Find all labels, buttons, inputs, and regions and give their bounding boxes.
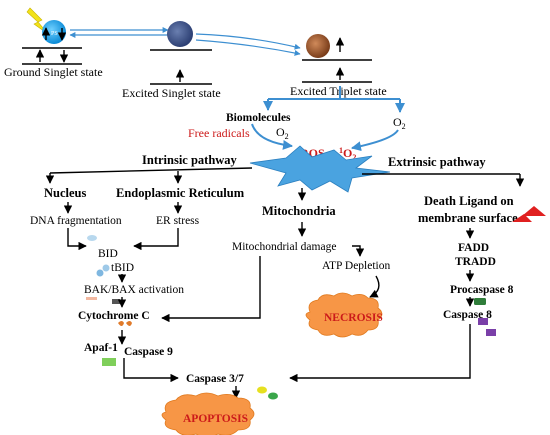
caspase3-icon — [257, 386, 267, 394]
ps-label: PS — [51, 31, 58, 37]
death-ligand-label-2: membrane surface — [418, 211, 518, 225]
apoptosis-cloud — [161, 392, 255, 435]
biomolecules-label: Biomolecules — [226, 112, 291, 124]
death-ligand-icon — [522, 206, 546, 216]
free-radicals-label: Free radicals — [188, 126, 250, 140]
atp-to-necrosis-arrow — [369, 275, 380, 298]
excited-triplet-label: Excited Triplet state — [290, 84, 387, 98]
bid-label: BID — [98, 248, 118, 260]
apoptosis-label: APOPTOSIS — [183, 413, 248, 425]
caspase7-icon — [268, 392, 278, 400]
o2-right-label: O2 — [393, 115, 406, 131]
ground-state-group: PS Ground Singlet state — [4, 7, 103, 79]
ros-burst-shape — [249, 145, 391, 193]
bak-bax-label: BAK/BAX activation — [84, 284, 184, 296]
excited-singlet-group: Excited Singlet state — [122, 21, 221, 100]
ground-state-label: Ground Singlet state — [4, 65, 103, 79]
apaf-protein-icon — [102, 358, 116, 366]
caspase8-icon-1 — [478, 318, 488, 325]
damage-to-cyto-arrow — [161, 256, 261, 323]
cytochrome-c-label: Cytochrome C — [78, 310, 150, 322]
procaspase8-icon — [474, 298, 486, 305]
ps-singlet-molecule — [167, 21, 193, 47]
mito-damage-label: Mitochondrial damage — [232, 241, 336, 253]
tbid-label: tBID — [111, 262, 134, 274]
extrinsic-pathway-label: Extrinsic pathway — [388, 155, 486, 169]
er-stress-label: ER stress — [156, 215, 200, 227]
necrosis-label: NECROSIS — [324, 312, 383, 324]
tbid-protein-icon-1 — [102, 264, 110, 272]
bid-protein-icon — [87, 235, 97, 241]
tradd-label: TRADD — [455, 256, 496, 268]
necrosis-cloud — [305, 292, 383, 338]
excited-singlet-label: Excited Singlet state — [122, 86, 221, 100]
singlet-oxygen-label: 1O2 — [339, 146, 356, 162]
er-to-bid-arrow — [133, 228, 179, 251]
dna-to-bid-arrow — [67, 228, 87, 251]
isc-arrow-2 — [195, 39, 301, 56]
death-ligand-label-1: Death Ligand on — [424, 194, 514, 208]
casp8-to-casp37-arrow — [289, 324, 471, 383]
fadd-label: FADD — [458, 242, 489, 254]
damage-to-atp-arrow — [352, 245, 365, 257]
procaspase8-label: Procaspase 8 — [450, 284, 514, 296]
caspase37-label: Caspase 3/7 — [186, 373, 244, 385]
lightning-icon — [26, 7, 49, 35]
intrinsic-line — [49, 167, 253, 174]
apaf-label: Apaf-1 — [84, 342, 118, 354]
mitochondria-label: Mitochondria — [262, 204, 336, 218]
isc-arrow-1 — [195, 33, 301, 50]
o2-to-singlet-arrow — [351, 129, 399, 152]
intrinsic-pathway-label: Intrinsic pathway — [142, 153, 238, 167]
ps-triplet-molecule — [306, 34, 330, 58]
er-label: Endoplasmic Reticulum — [116, 186, 245, 200]
biomolecule-to-ros-arrow — [251, 123, 293, 150]
nucleus-label: Nucleus — [44, 186, 87, 200]
o2-left-label: O2 — [276, 125, 289, 141]
excited-triplet-group: Excited Triplet state — [290, 34, 387, 98]
dna-fragmentation-label: DNA fragmentation — [30, 215, 122, 227]
casp9-to-casp37-arrow — [123, 358, 179, 383]
death-ligand-icon-2 — [512, 214, 532, 222]
caspase8-icon-2 — [486, 329, 496, 336]
bak-protein-icon — [86, 297, 97, 300]
bax-protein-icon — [112, 299, 120, 304]
tbid-protein-icon-2 — [96, 269, 104, 277]
cytochrome-icon — [118, 321, 132, 326]
caspase9-label: Caspase 9 — [124, 346, 173, 358]
atp-depletion-label: ATP Depletion — [322, 260, 390, 272]
